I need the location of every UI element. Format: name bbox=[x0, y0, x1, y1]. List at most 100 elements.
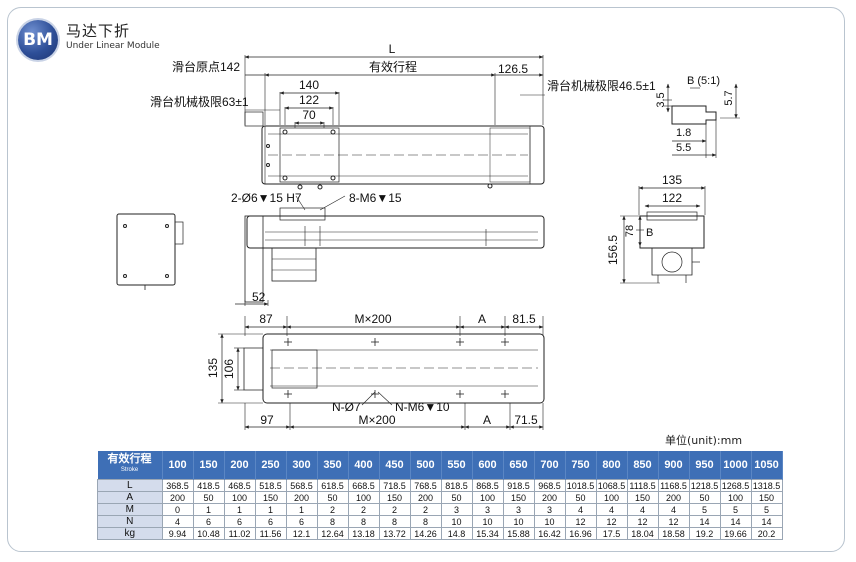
table-cell: 668.5 bbox=[347, 479, 380, 492]
stroke-col-header: 100 bbox=[162, 451, 194, 480]
table-cell: 50 bbox=[564, 491, 597, 504]
stroke-col-header: 200 bbox=[224, 451, 256, 480]
table-cell: 15.88 bbox=[502, 527, 535, 540]
table-cell: 368.5 bbox=[161, 479, 194, 492]
spec-header-stroke: 有效行程 Stroke bbox=[97, 451, 163, 480]
bottom-view bbox=[218, 316, 545, 430]
brand-name-en: Under Linear Module bbox=[66, 41, 160, 51]
stroke-col-header: 850 bbox=[627, 451, 659, 480]
table-cell: 1068.5 bbox=[595, 479, 628, 492]
table-cell: 50 bbox=[440, 491, 473, 504]
stroke-col-header: 400 bbox=[348, 451, 380, 480]
table-cell: 4 bbox=[595, 503, 628, 516]
stroke-col-header: 300 bbox=[286, 451, 318, 480]
row-label: M bbox=[97, 503, 163, 516]
table-cell: 12 bbox=[626, 515, 659, 528]
table-cell: 1 bbox=[192, 503, 225, 516]
stroke-col-header: 1000 bbox=[720, 451, 752, 480]
dim-140: 140 bbox=[299, 78, 319, 92]
table-cell: 15.34 bbox=[471, 527, 504, 540]
table-cell: 200 bbox=[657, 491, 690, 504]
table-cell: 3 bbox=[502, 503, 535, 516]
table-cell: 150 bbox=[378, 491, 411, 504]
page-frame bbox=[7, 7, 845, 552]
dim-106: 106 bbox=[222, 359, 236, 379]
table-cell: 468.5 bbox=[223, 479, 256, 492]
table-cell: 10 bbox=[502, 515, 535, 528]
dim-156-5: 156.5 bbox=[606, 235, 620, 265]
table-cell: 1118.5 bbox=[626, 479, 659, 492]
table-cell: 1218.5 bbox=[688, 479, 721, 492]
table-cell: 14 bbox=[688, 515, 721, 528]
row-label: L bbox=[97, 479, 163, 492]
table-cell: 918.5 bbox=[502, 479, 535, 492]
stroke-col-header: 150 bbox=[193, 451, 225, 480]
table-cell: 200 bbox=[161, 491, 194, 504]
table-cell: 16.96 bbox=[564, 527, 597, 540]
stroke-col-header: 1050 bbox=[751, 451, 783, 480]
dim-end-122: 122 bbox=[662, 191, 682, 205]
detail-b bbox=[664, 83, 740, 158]
dim-126-5: 126.5 bbox=[498, 62, 528, 76]
stroke-col-header: 500 bbox=[410, 451, 442, 480]
dim-52: 52 bbox=[252, 290, 266, 304]
table-cell: 6 bbox=[285, 515, 318, 528]
stroke-col-header: 650 bbox=[503, 451, 535, 480]
mark-b: B bbox=[646, 227, 653, 239]
table-cell: 100 bbox=[223, 491, 256, 504]
table-cell: 1 bbox=[254, 503, 287, 516]
dim-81-5: 81.5 bbox=[512, 312, 536, 326]
table-cell: 10 bbox=[471, 515, 504, 528]
table-cell: 100 bbox=[347, 491, 380, 504]
table-cell: 1168.5 bbox=[657, 479, 690, 492]
stroke-col-header: 950 bbox=[689, 451, 721, 480]
dim-mx200-top: M×200 bbox=[354, 312, 391, 326]
brand-logo: BM bbox=[18, 20, 58, 60]
table-cell: 13.72 bbox=[378, 527, 411, 540]
dim-5-7: 5.7 bbox=[723, 90, 735, 105]
table-cell: 14 bbox=[719, 515, 752, 528]
table-cell: 968.5 bbox=[533, 479, 566, 492]
unit-label: 单位(unit):mm bbox=[665, 434, 743, 447]
table-cell: 14.26 bbox=[409, 527, 442, 540]
dim-97: 97 bbox=[260, 413, 274, 427]
stroke-col-header: 800 bbox=[596, 451, 628, 480]
table-cell: 150 bbox=[626, 491, 659, 504]
table-cell: 20.2 bbox=[750, 527, 783, 540]
stroke-col-header: 450 bbox=[379, 451, 411, 480]
table-cell: 150 bbox=[254, 491, 287, 504]
stroke-col-header: 250 bbox=[255, 451, 287, 480]
stroke-col-header: 550 bbox=[441, 451, 473, 480]
table-cell: 50 bbox=[192, 491, 225, 504]
table-cell: 200 bbox=[409, 491, 442, 504]
label-n-hole: N-Ø7 bbox=[332, 400, 361, 414]
table-cell: 100 bbox=[719, 491, 752, 504]
table-cell: 8 bbox=[316, 515, 349, 528]
table-cell: 4 bbox=[564, 503, 597, 516]
brand-name-cn: 马达下折 bbox=[66, 22, 131, 40]
table-cell: 6 bbox=[254, 515, 287, 528]
table-cell: 19.66 bbox=[719, 527, 752, 540]
dim-L: L bbox=[389, 42, 396, 56]
dim-70: 70 bbox=[302, 108, 316, 122]
table-cell: 618.5 bbox=[316, 479, 349, 492]
table-cell: 200 bbox=[533, 491, 566, 504]
table-cell: 768.5 bbox=[409, 479, 442, 492]
table-cell: 4 bbox=[626, 503, 659, 516]
spec-header-en: Stroke bbox=[120, 467, 139, 473]
dim-1-8: 1.8 bbox=[676, 127, 691, 139]
table-cell: 6 bbox=[192, 515, 225, 528]
table-cell: 9.94 bbox=[161, 527, 194, 540]
table-cell: 518.5 bbox=[254, 479, 287, 492]
table-cell: 3 bbox=[440, 503, 473, 516]
label-slide-origin: 滑台原点142 bbox=[172, 59, 240, 74]
table-cell: 50 bbox=[688, 491, 721, 504]
side-view bbox=[235, 195, 545, 306]
table-cell: 568.5 bbox=[285, 479, 318, 492]
